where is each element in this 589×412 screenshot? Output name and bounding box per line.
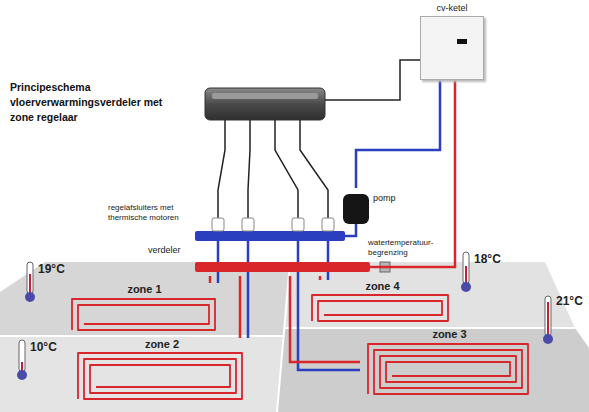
zone-area: zone 1 xyxy=(65,283,224,333)
boiler-box: cv-ketel xyxy=(418,2,486,80)
return-pipe xyxy=(327,241,330,280)
zone-area: zone 2 xyxy=(70,338,254,404)
node-label: zone 4 xyxy=(306,280,459,293)
heating-coils xyxy=(72,295,528,399)
control-wire xyxy=(275,120,298,218)
thermometer-tube xyxy=(19,340,25,372)
return-pipe xyxy=(298,241,360,370)
return-pipe xyxy=(247,241,250,338)
temperature-label: 10°C xyxy=(30,340,57,354)
thermometer-tube xyxy=(545,296,551,336)
floor xyxy=(0,262,589,412)
floor-zone xyxy=(0,336,285,412)
temperature-label: 19°C xyxy=(38,262,65,276)
node-label: verdeler xyxy=(148,244,181,256)
control-wire xyxy=(325,60,420,100)
manifold-box: verdeler xyxy=(148,244,370,276)
thermal-motor xyxy=(292,218,304,231)
thermometer-bulb xyxy=(543,334,553,344)
thermometer-fill xyxy=(29,274,31,294)
thermometer xyxy=(543,296,553,344)
thermometer xyxy=(461,252,471,292)
thermal-motor xyxy=(242,218,254,231)
pipe-connector xyxy=(209,276,212,283)
pipe-connector xyxy=(319,276,322,280)
control-wire xyxy=(218,120,225,218)
heating-coil xyxy=(368,344,528,394)
control-wire xyxy=(248,120,250,218)
thermometer xyxy=(25,262,35,302)
pump-box: pomp xyxy=(343,188,405,228)
thermometer-bulb xyxy=(25,292,35,302)
control-wire xyxy=(300,120,328,218)
floor-divider xyxy=(0,335,285,337)
diagram-title: Principeschema vloerverwarmingsverdeler … xyxy=(10,80,172,126)
supply-manifold xyxy=(195,262,370,272)
thermometer-tube xyxy=(27,262,33,294)
node-label: zone 1 xyxy=(65,283,224,296)
part-label: watertemperatuur- begrenzing xyxy=(368,238,448,258)
heating-coil xyxy=(72,299,215,330)
thermal-motor xyxy=(322,218,334,231)
controller-strip xyxy=(212,93,318,99)
pump-symbol xyxy=(343,194,369,224)
temperature-label: 21°C xyxy=(556,294,583,308)
thermal-motors xyxy=(212,218,334,231)
floor-zone xyxy=(0,262,290,336)
thermometer-tube xyxy=(463,252,469,284)
part-label: regelafsluiters met thermische motoren xyxy=(108,203,203,223)
boiler-body xyxy=(420,16,484,80)
temperature-label: 18°C xyxy=(474,252,501,266)
thermometer-fill xyxy=(465,266,467,284)
zone-area: zone 3 xyxy=(360,328,539,400)
zone-area: zone 4 xyxy=(306,280,459,324)
return-pipes xyxy=(218,224,360,370)
heating-coil xyxy=(312,295,448,321)
return-manifold xyxy=(195,231,345,241)
pipe-connector xyxy=(290,276,360,362)
boiler-display xyxy=(457,39,467,44)
node-label: zone 2 xyxy=(70,338,254,351)
node-label: zone 3 xyxy=(360,328,539,341)
thermometer xyxy=(17,340,27,380)
thermometer-bulb xyxy=(461,282,471,292)
pipe-connector xyxy=(356,80,440,188)
node-label: pomp xyxy=(373,192,396,204)
pipe-connector xyxy=(239,276,242,338)
thermometer-fill xyxy=(547,302,549,336)
zone-controller xyxy=(205,88,325,120)
thermometer-bulb xyxy=(17,370,27,380)
node-label: cv-ketel xyxy=(418,2,486,14)
floor-divider xyxy=(285,327,575,329)
thermal-motor xyxy=(212,218,224,231)
heating-coil xyxy=(78,353,242,399)
